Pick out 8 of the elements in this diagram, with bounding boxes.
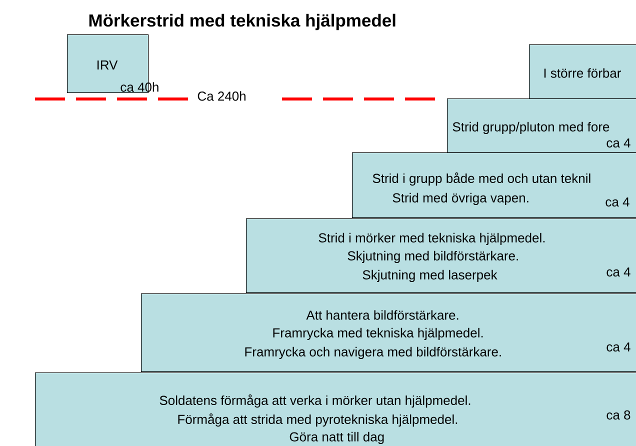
step-box: I större förbar (529, 44, 636, 99)
step-box: Strid i grupp både med och utan teknil Strid med övriga vapen. ca 4 (352, 152, 636, 218)
step-box: Soldatens förmåga att verka i mörker utan hjälpmedel. Förmåga att strida med pyrotekniska hjälpmedel. Göra natt till dag ca 8 (35, 372, 636, 446)
title: Mörkerstrid med tekniska hjälpmedel (89, 14, 396, 30)
step-box: Strid i mörker med tekniska hjälpmedel. Skjutning med bildförstärkare. Skjutning med laserpek ca 4 (246, 218, 636, 293)
step-box: Att hantera bildförstärkare. Framrycka med tekniska hjälpmedel. Framrycka och navigera med bildförstärkare. ca 4 (141, 293, 636, 372)
step-box: Strid grupp/pluton med fore ca 4 (447, 98, 636, 153)
line-label: Ca 240h (198, 91, 246, 101)
